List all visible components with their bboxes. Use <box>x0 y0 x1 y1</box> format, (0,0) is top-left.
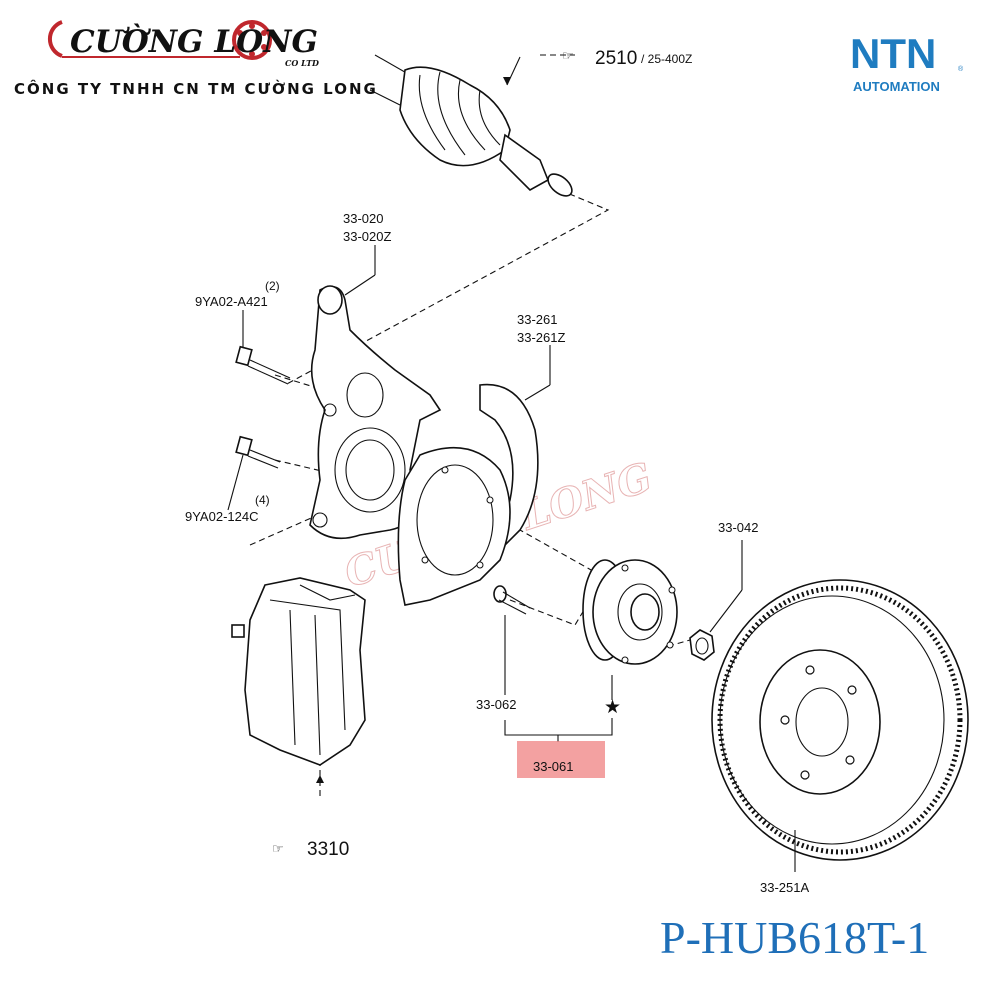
logo-suffix: CO LTD <box>285 58 319 68</box>
part-code: P-HUB618T-1 <box>660 912 929 963</box>
ntn-brand: NTN <box>850 30 936 77</box>
ntn-subtitle: AUTOMATION <box>853 79 940 94</box>
label-9ya02-124c: 9YA02-124C <box>185 509 258 524</box>
logo-bearing-arc <box>47 20 63 58</box>
label-3310: 3310 <box>307 839 349 860</box>
label-33-061: 33-061 <box>533 759 573 774</box>
star-marker: ★ <box>604 697 621 718</box>
label-33-062: 33-062 <box>476 697 516 712</box>
company-name: CÔNG TY TNHH CN TM CƯỜNG LONG <box>14 79 378 98</box>
dust-shield <box>397 345 551 606</box>
bearing-icon <box>232 20 272 60</box>
label-33-020: 33-020 <box>343 211 383 226</box>
registered-mark: ® <box>958 65 964 73</box>
label-9ya02-a421: 9YA02-A421 <box>195 294 268 309</box>
label-qty-2: (2) <box>265 279 280 293</box>
brake-rotor <box>711 579 969 872</box>
label-25-400z: / 25-400Z <box>641 52 692 66</box>
assembly-bracket <box>504 718 613 736</box>
brake-caliper <box>231 577 366 766</box>
hand-pointer-icon: ☞ <box>272 841 284 856</box>
wheel-hub <box>582 559 678 700</box>
lower-bolt <box>227 435 281 511</box>
label-2510: 2510 <box>595 48 637 69</box>
highlight-box <box>517 741 605 778</box>
drive-shaft <box>369 54 573 197</box>
label-33-042: 33-042 <box>718 520 758 535</box>
company-logo: CƯỜNG LONG CO LTD CÔNG TY TNHH CN TM CƯỜ… <box>14 20 378 98</box>
hub-nut <box>689 540 743 661</box>
label-33-020z: 33-020Z <box>343 229 391 244</box>
hand-pointer-icon: ☞ <box>562 48 574 63</box>
hub-bolt <box>493 585 531 695</box>
ntn-logo: NTN ® AUTOMATION <box>850 30 964 94</box>
label-33-261: 33-261 <box>517 312 557 327</box>
label-qty-4: (4) <box>255 493 270 507</box>
upper-bolt <box>235 310 291 385</box>
logo-text: CƯỜNG LONG <box>70 22 318 60</box>
label-33-261z: 33-261Z <box>517 330 565 345</box>
label-33-251a: 33-251A <box>760 880 809 895</box>
